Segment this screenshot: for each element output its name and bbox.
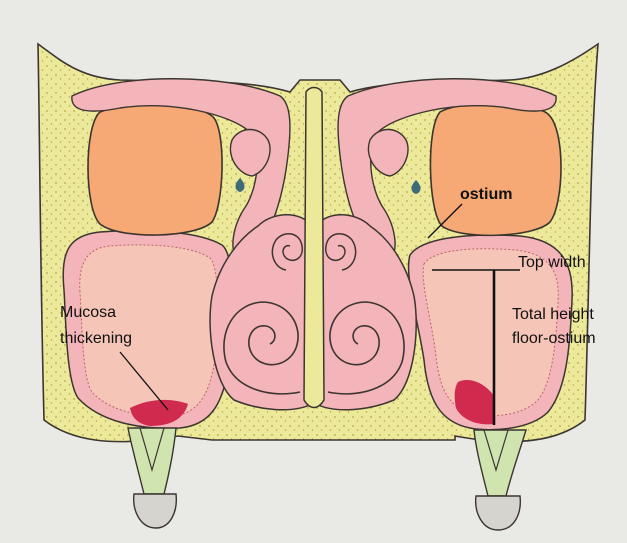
total-height-label-line2: floor-ostium <box>512 328 596 350</box>
ostium-label: ostium <box>460 184 512 206</box>
mucosa-label-line2: thickening <box>60 328 132 350</box>
top-width-label: Top width <box>518 252 586 274</box>
nasal-septum <box>304 88 324 408</box>
left-orbit <box>88 104 222 235</box>
total-height-label-line1: Total height <box>512 304 594 326</box>
mucosa-label-line1: Mucosa <box>60 302 116 324</box>
